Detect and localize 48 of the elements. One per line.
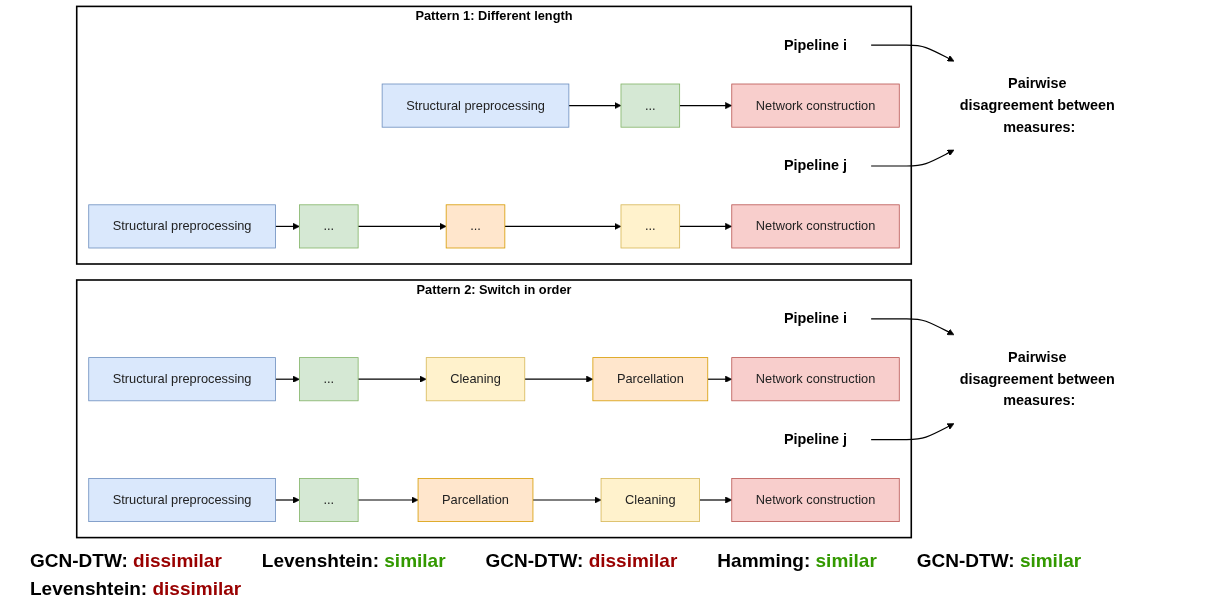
node-box: Network construction [731, 83, 900, 128]
node-box: Network construction [731, 357, 900, 402]
node-box: Network construction [731, 478, 900, 522]
arrow [274, 222, 300, 230]
arrow [699, 496, 733, 504]
arrow [357, 496, 419, 504]
node-text: Pipeline j [783, 431, 848, 448]
arrow [524, 375, 594, 383]
node-box: Structural preprocessing [88, 204, 276, 249]
arrow [357, 222, 447, 230]
arrow [870, 149, 955, 167]
arrow [870, 423, 955, 441]
node-text: Pairwise disagreement between measures: [959, 75, 1115, 135]
arrow [568, 102, 622, 110]
arrow [357, 375, 427, 383]
node-text: Pipeline i [783, 36, 848, 53]
arrow [870, 44, 955, 62]
node-box: Structural preprocessing [381, 83, 570, 128]
node-box: ... [620, 83, 681, 128]
node-box: Cleaning [425, 357, 526, 402]
node-box: Parcellation [592, 357, 709, 402]
node-box: Cleaning [600, 478, 700, 522]
node-box: Parcellation [417, 478, 534, 522]
arrow [870, 318, 955, 336]
node-box: ... [299, 478, 359, 522]
arrow [532, 496, 602, 504]
node-box: ... [445, 204, 506, 249]
measure-result: GCN-DTW: similar [916, 550, 1082, 572]
node-box: ... [299, 204, 359, 249]
arrow [707, 375, 733, 383]
arrow [679, 102, 733, 110]
node-text: Pipeline i [783, 310, 848, 327]
arrow [274, 375, 300, 383]
measure-result: GCN-DTW: dissimilar [485, 550, 678, 572]
node-box: Structural preprocessing [88, 478, 276, 522]
arrow [679, 222, 733, 230]
node-text: Pairwise disagreement between measures: [959, 349, 1115, 409]
measure-result: Levenshtein: similar [261, 550, 446, 572]
measure-result: Levenshtein: dissimilar [30, 578, 242, 600]
arrow [274, 496, 300, 504]
node-text: Pipeline j [783, 157, 848, 174]
node-box: ... [620, 204, 681, 249]
node-box: Network construction [731, 204, 900, 249]
measure-result: GCN-DTW: dissimilar [30, 550, 222, 572]
measure-result: Hamming: similar [717, 550, 877, 572]
node-box: Structural preprocessing [88, 357, 276, 402]
arrow [504, 222, 622, 230]
node-box: ... [299, 357, 359, 402]
